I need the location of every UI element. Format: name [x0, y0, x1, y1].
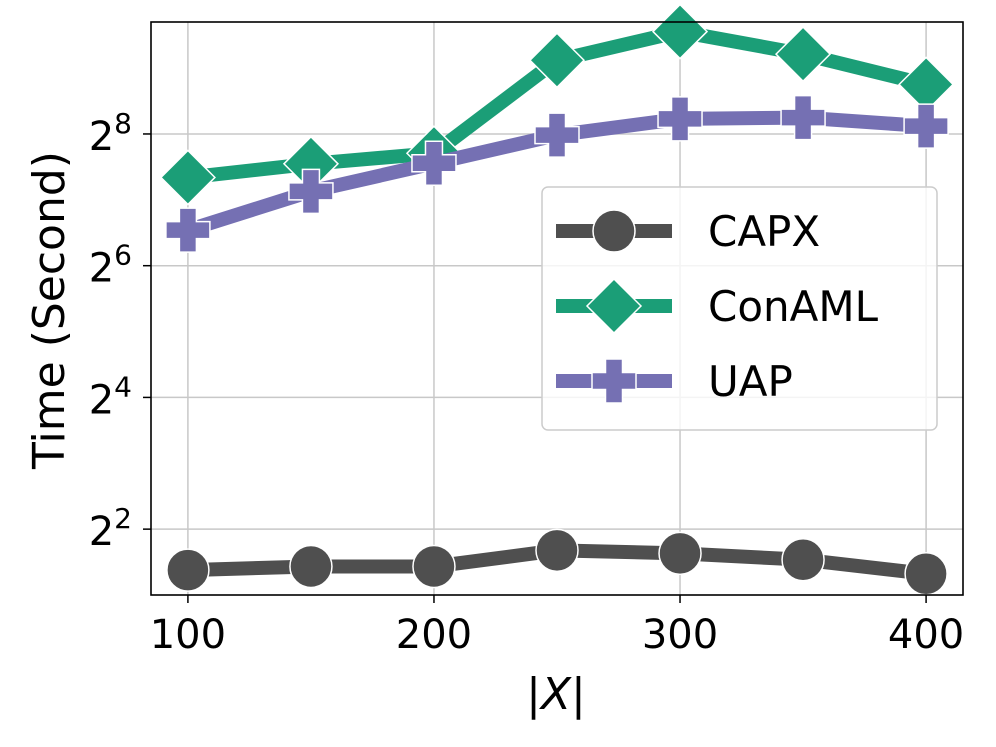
x-tick-label: 200: [396, 612, 472, 658]
y-axis-label: Time (Second): [24, 151, 75, 470]
legend-item-capx: CAPX: [556, 207, 820, 256]
data-point-capx: [904, 552, 948, 596]
data-point-uap: [534, 112, 580, 158]
data-point-uap: [657, 96, 703, 142]
y-tick-base: 2: [89, 377, 114, 423]
legend-label: UAP: [708, 357, 793, 406]
series-conaml: [159, 3, 955, 206]
data-point-capx: [535, 528, 579, 573]
series-uap: [165, 94, 949, 253]
x-tick-label: 300: [642, 612, 718, 658]
legend-marker-capx: [592, 209, 636, 253]
legend-marker-uap: [591, 358, 637, 404]
y-tick-exponent: 6: [114, 239, 132, 272]
x-tick-label: 100: [150, 612, 226, 658]
y-tick-exponent: 2: [114, 502, 132, 535]
data-point-uap: [165, 207, 211, 253]
data-point-uap: [288, 168, 334, 215]
data-point-capx: [781, 537, 825, 582]
data-point-capx: [412, 544, 456, 589]
y-tick-base: 2: [89, 509, 114, 555]
x-axis-label: |X|: [526, 669, 586, 720]
data-point-uap: [411, 140, 457, 187]
plot-frame: [150, 21, 964, 596]
data-point-conaml: [528, 32, 586, 89]
x-tick-label: 400: [888, 612, 964, 658]
x-axis: 100 200 300 400: [150, 595, 964, 658]
data-point-uap: [780, 94, 826, 141]
legend: CAPX ConAML UAP: [541, 186, 938, 431]
data-point-conaml: [159, 149, 216, 206]
y-tick-base: 2: [89, 114, 114, 160]
y-tick-label: 24: [89, 370, 132, 423]
data-point-conaml: [898, 56, 955, 113]
y-tick-label: 28: [89, 107, 132, 160]
y-tick-label: 26: [89, 239, 132, 292]
series-capx: [166, 528, 948, 596]
legend-box: [541, 186, 938, 431]
data-point-capx: [658, 531, 702, 576]
legend-item-conaml: ConAML: [556, 277, 879, 335]
data-point-capx: [166, 548, 210, 592]
data-point-conaml: [774, 26, 832, 83]
legend-marker-conaml: [585, 277, 643, 335]
data-point-conaml: [651, 3, 709, 60]
series-layer: [159, 3, 955, 596]
data-point-capx: [289, 544, 333, 589]
legend-item-uap: UAP: [556, 357, 793, 406]
data-point-uap: [903, 103, 949, 149]
legend-label: CAPX: [708, 207, 820, 256]
y-tick-exponent: 4: [114, 370, 132, 403]
y-tick-label: 22: [89, 502, 132, 555]
legend-label: ConAML: [708, 282, 879, 331]
y-tick-base: 2: [89, 246, 114, 292]
y-tick-exponent: 8: [114, 107, 132, 140]
